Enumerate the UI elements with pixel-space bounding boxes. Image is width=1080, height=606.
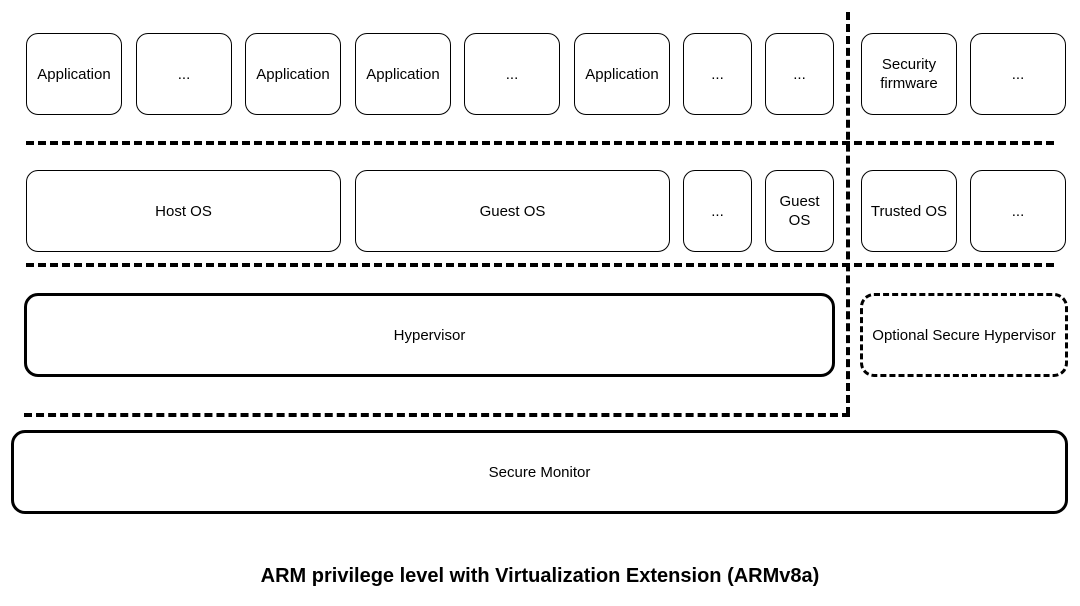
app-box-4: Application — [355, 33, 451, 115]
world-separator — [846, 12, 850, 415]
app-box-label: Application — [366, 65, 440, 83]
app-box-label: ... — [177, 65, 191, 83]
app-box-5: ... — [464, 33, 560, 115]
app-box-label: Application — [585, 65, 659, 83]
app-box-label: ... — [505, 65, 519, 83]
app-box-label: Application — [256, 65, 330, 83]
el2-el3-divider — [24, 413, 850, 417]
guest-os-box: Guest OS — [355, 170, 670, 252]
el0-el1-divider — [26, 141, 1054, 145]
secure-monitor-box: Secure Monitor — [11, 430, 1068, 514]
os-ellipsis-label: ... — [711, 202, 724, 220]
secure-hypervisor-box: Optional Secure Hypervisor — [860, 293, 1068, 377]
app-box-label: ... — [1011, 65, 1025, 83]
host-os-box: Host OS — [26, 170, 341, 252]
app-box-label: ... — [793, 65, 806, 83]
secure-app-box: ... — [970, 33, 1066, 115]
secure-os-ellipsis-box: ... — [970, 170, 1066, 252]
hypervisor-box: Hypervisor — [24, 293, 835, 377]
security-firmware-box: Security firmware — [861, 33, 957, 115]
trusted-os-label: Trusted OS — [870, 202, 948, 220]
host-os-label: Host OS — [155, 202, 212, 220]
app-box-8: ... — [765, 33, 834, 115]
app-box-label: Application — [37, 65, 111, 83]
app-box-2: ... — [136, 33, 232, 115]
secure-os-ellipsis-label: ... — [1011, 202, 1025, 220]
guest-os-small-label: Guest OS — [779, 193, 820, 229]
secure-hypervisor-label: Optional Secure Hypervisor — [872, 326, 1056, 344]
app-box-7: ... — [683, 33, 752, 115]
app-box-3: Application — [245, 33, 341, 115]
guest-os-small-box: Guest OS — [765, 170, 834, 252]
hypervisor-label: Hypervisor — [393, 326, 466, 344]
app-box-label: ... — [711, 65, 724, 83]
trusted-os-box: Trusted OS — [861, 170, 957, 252]
diagram-caption: ARM privilege level with Virtualization … — [260, 565, 820, 587]
os-ellipsis-box: ... — [683, 170, 752, 252]
app-box-1: Application — [26, 33, 122, 115]
security-firmware-label: Security firmware — [880, 56, 938, 92]
app-box-6: Application — [574, 33, 670, 115]
guest-os-label: Guest OS — [479, 202, 546, 220]
secure-monitor-label: Secure Monitor — [488, 463, 591, 481]
el1-el2-divider — [26, 263, 1054, 267]
